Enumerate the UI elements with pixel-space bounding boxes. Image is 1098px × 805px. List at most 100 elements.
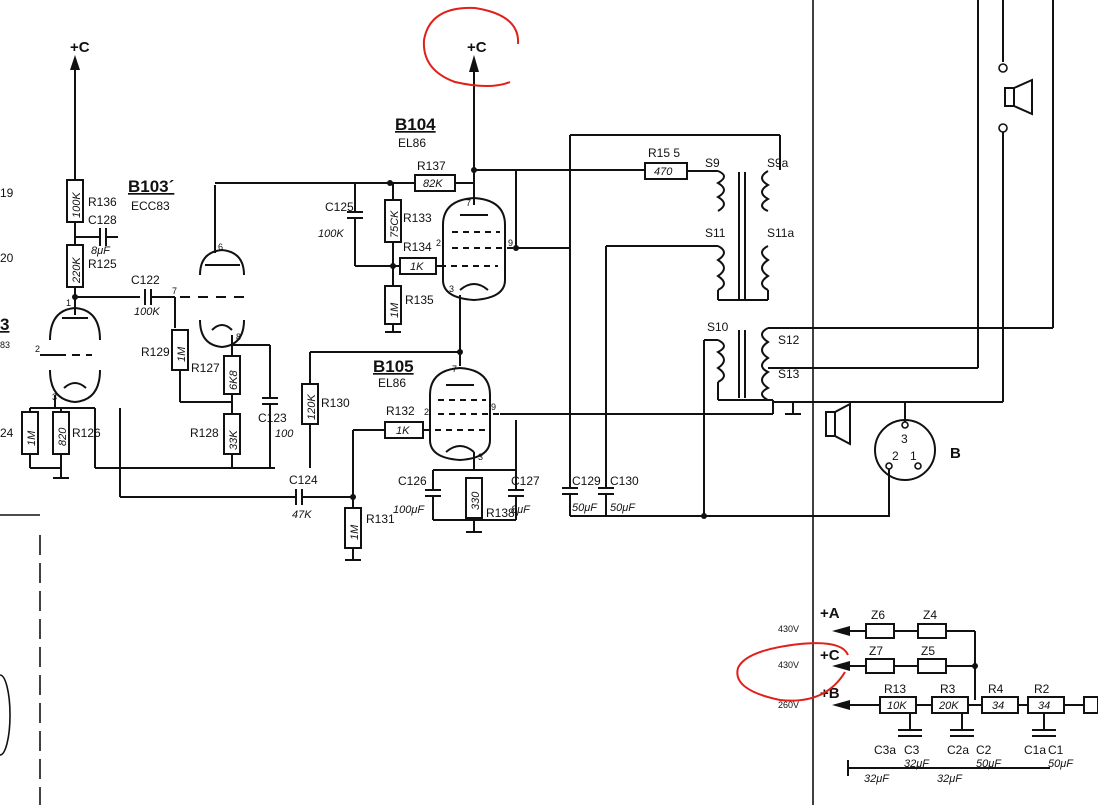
- c128-label: C128: [88, 213, 117, 227]
- speaker-icon-1: [1013, 78, 1033, 116]
- z4-label: Z4: [923, 608, 937, 622]
- r3-label: R3: [940, 682, 956, 696]
- transformer-s13-label: S13: [778, 367, 800, 381]
- winding-s10: [716, 339, 725, 383]
- junction-dot: [390, 263, 396, 269]
- partial-circle-left: [0, 674, 11, 756]
- triode2-envelope-top: [199, 248, 245, 276]
- supply-voltage-a: 430V: [778, 624, 799, 634]
- resistor-z6: [865, 623, 895, 639]
- b105-envelope-bottom: [429, 439, 491, 462]
- c129-value: 50μF: [572, 502, 598, 514]
- c125-value: 100K: [318, 228, 344, 240]
- triode-left-cathode: [63, 382, 87, 389]
- r3-value: 20K: [938, 700, 959, 712]
- c124-label: C124: [289, 473, 318, 487]
- edge-label-19: 19: [0, 186, 14, 200]
- speaker1-body: [1004, 87, 1015, 107]
- connector-pin3-label: 3: [901, 432, 908, 446]
- r125-label: R125: [88, 257, 117, 271]
- red-annotation-circle-psu: [736, 642, 849, 702]
- connector-pin1-label: 1: [910, 449, 917, 463]
- r129-value: 1M: [176, 346, 188, 362]
- winding-s11: [716, 245, 725, 291]
- c1-value: 50μF: [1048, 758, 1074, 770]
- r137-value: 82K: [423, 178, 443, 190]
- winding-s12-s13: [761, 327, 770, 401]
- r124-label-partial: 24: [0, 426, 14, 440]
- speaker2-body: [825, 411, 836, 437]
- supply-label-plus-c: +C: [820, 647, 840, 664]
- pin-label-8: 8: [236, 332, 241, 342]
- b104-pin-7: 7: [466, 198, 471, 208]
- c128-value: 8μF: [91, 245, 111, 257]
- z5-label: Z5: [921, 644, 935, 658]
- r2-value: 34: [1038, 700, 1050, 712]
- supply-label-plus-c-left: +C: [70, 39, 90, 56]
- supply-arrow-b: [832, 700, 850, 710]
- speaker1-terminal-bottom: [998, 123, 1008, 133]
- r128-value: 33K: [228, 430, 240, 450]
- c126-value: 100μF: [393, 504, 425, 516]
- r138-value: 330: [470, 491, 482, 510]
- transformer-s9-label: S9: [705, 156, 720, 170]
- supply-label-plus-c-top: +C: [467, 39, 487, 56]
- tube-b104-name: B104: [395, 115, 436, 134]
- tube-b104-type: EL86: [398, 136, 426, 150]
- c130-label: C130: [610, 474, 639, 488]
- supply-arrow-a: [832, 626, 850, 636]
- speaker1-terminal-top: [998, 63, 1008, 73]
- c3-label: C3: [904, 743, 920, 757]
- c1-label: C1: [1048, 743, 1064, 757]
- r136-label: R136: [88, 195, 117, 209]
- supply-label-plus-a: +A: [820, 605, 840, 622]
- r126-value: 820: [57, 427, 69, 446]
- transformer-s9a-label: S9a: [767, 156, 789, 170]
- triode-left-envelope-top: [49, 306, 101, 341]
- r155-label: R15 5: [648, 146, 680, 160]
- c122-label: C122: [131, 273, 160, 287]
- r124-value: 1M: [26, 430, 38, 446]
- c124-value: 47K: [292, 509, 312, 521]
- junction-dot: [972, 663, 978, 669]
- b104-pin-9: 9: [508, 238, 513, 248]
- left-tube-partial-name: 3: [0, 315, 9, 334]
- r130-label: R130: [321, 396, 350, 410]
- r137-label: R137: [417, 159, 446, 173]
- triode2-cathode: [211, 324, 233, 331]
- pin-label-6: 6: [218, 242, 223, 252]
- junction-dot: [701, 513, 707, 519]
- b104-envelope-bottom: [442, 279, 506, 302]
- supply-voltage-b: 260V: [778, 700, 799, 710]
- junction-dot: [457, 349, 463, 355]
- c129-label: C129: [572, 474, 601, 488]
- psu-cap-bottom-1: 32μF: [864, 773, 890, 785]
- r132-value: 1K: [396, 425, 410, 437]
- resistor-r138: [465, 477, 483, 519]
- r131-value: 1M: [349, 524, 361, 540]
- r138-label: R138: [486, 506, 515, 520]
- c126-label: C126: [398, 474, 427, 488]
- junction-dot: [72, 294, 78, 300]
- tube-b105-type: EL86: [378, 376, 406, 390]
- resistor-z5: [917, 658, 947, 674]
- r134-label: R134: [403, 240, 432, 254]
- transformer-s12-label: S12: [778, 333, 800, 347]
- r126-label: R126: [72, 426, 101, 440]
- b105-pin-9: 9: [491, 402, 496, 412]
- c3a-label: C3a: [874, 743, 896, 757]
- b105-envelope-top: [429, 366, 491, 440]
- connector-pin3: [901, 421, 909, 429]
- winding-s9a: [761, 170, 770, 212]
- tube-b103-name: B103´: [128, 177, 174, 196]
- r125-value: 220K: [71, 257, 83, 284]
- transformer-s11-label: S11: [705, 226, 726, 240]
- c1a-label: C1a: [1024, 743, 1046, 757]
- z7-label: Z7: [869, 644, 883, 658]
- r4-value: 34: [992, 700, 1004, 712]
- triode-left-envelope-bottom: [49, 369, 101, 404]
- left-tube-partial-type: 83: [0, 340, 10, 350]
- winding-s11a: [761, 245, 770, 291]
- resistor-z7: [865, 658, 895, 674]
- r155-value: 470: [654, 166, 673, 178]
